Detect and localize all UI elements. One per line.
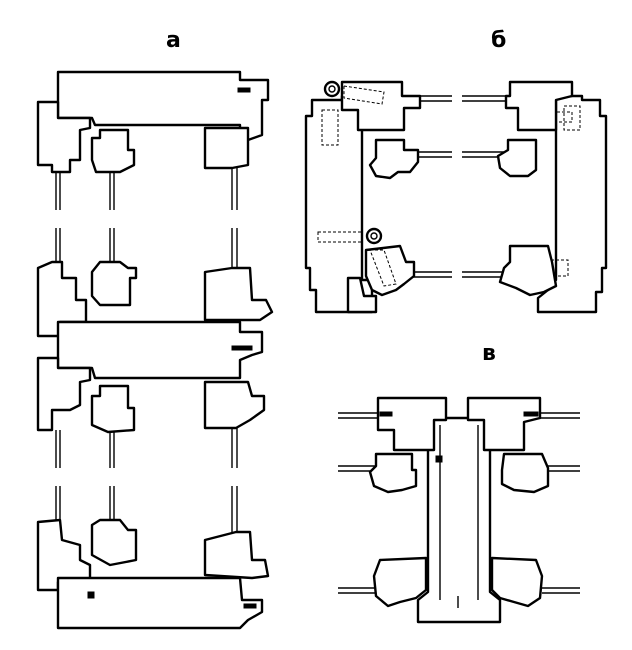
panel-label-a: а: [166, 28, 181, 53]
panel-label-b: б: [491, 28, 507, 53]
section-b: [304, 80, 608, 314]
panel-label-v: в: [482, 341, 496, 366]
section-b-glass-lines: [410, 95, 508, 278]
section-a: [36, 70, 274, 630]
section-v: [338, 396, 580, 624]
